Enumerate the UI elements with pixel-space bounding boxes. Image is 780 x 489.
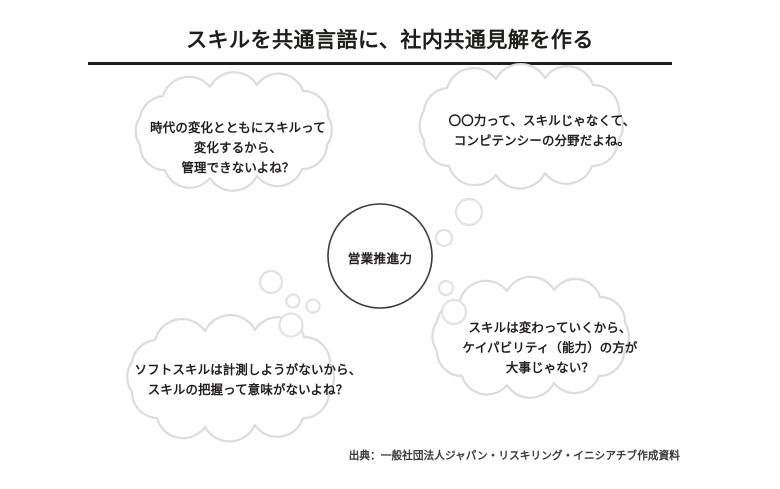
title-block: スキルを共通言語に、社内共通見解を作る	[0, 28, 780, 53]
source-note: 出典：一般社団法人ジャパン・リスキリング・イニシアチブ作成資料	[348, 450, 680, 462]
bubble-bottom-left-shape	[126, 314, 336, 443]
tail-bubbles-bottom-left	[278, 298, 321, 338]
bubble-top-right-text: 〇〇力って、スキルじゃなくて、 コンピテンシーの分野だよね。	[448, 114, 636, 149]
tail-bubbles-bottom-right	[437, 279, 468, 326]
bubble-top-left-shape	[134, 71, 333, 192]
bubble-top-left-text: 時代の変化とともにスキルって 変化するから、 管理できないよね？	[150, 121, 326, 176]
bubble-top-right-shape	[418, 62, 625, 190]
bubble-bottom-left-text: ソフトスキルは計測しようがないから、 スキルの把握って意味がないよね？	[134, 363, 362, 398]
bubble-bottom-right-shape	[431, 275, 630, 399]
tail-bubbles-top-left	[258, 269, 301, 309]
page-title: スキルを共通言語に、社内共通見解を作る	[186, 29, 594, 52]
title-underline-rule	[88, 62, 672, 65]
bubble-bottom-right-text: スキルは変わっていくから、 ケイパビリティ（能力）の方が 大事じゃない？	[462, 321, 638, 376]
center-node-label: 営業推進力	[347, 252, 413, 266]
center-node-circle	[327, 203, 433, 309]
tail-bubbles-top-right	[434, 197, 484, 248]
